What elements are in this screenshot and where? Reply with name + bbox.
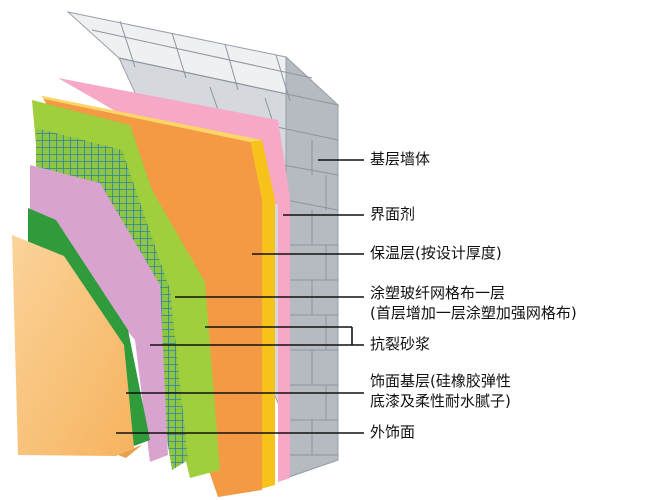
label-finish-base-line1: 饰面基层(硅橡胶弹性 bbox=[370, 372, 511, 390]
outer-finish-layer bbox=[12, 235, 142, 458]
label-finish-base-line2: 底漆及柔性耐水腻子) bbox=[370, 392, 511, 410]
leader-lines bbox=[116, 159, 364, 434]
label-mesh-line2: (首层增加一层涂塑加强网格布) bbox=[370, 304, 577, 322]
label-insulation-layer: 保温层(按设计厚度) bbox=[370, 244, 502, 262]
interface-agent-layer bbox=[58, 78, 290, 482]
label-outer-finish: 外饰面 bbox=[370, 423, 416, 441]
label-interface-agent: 界面剂 bbox=[370, 205, 416, 223]
label-mesh-line1: 涂塑玻纤网格布一层 bbox=[370, 284, 506, 302]
label-base-wall: 基层墙体 bbox=[370, 150, 431, 168]
label-anti-crack-mortar: 抗裂砂浆 bbox=[370, 335, 431, 353]
